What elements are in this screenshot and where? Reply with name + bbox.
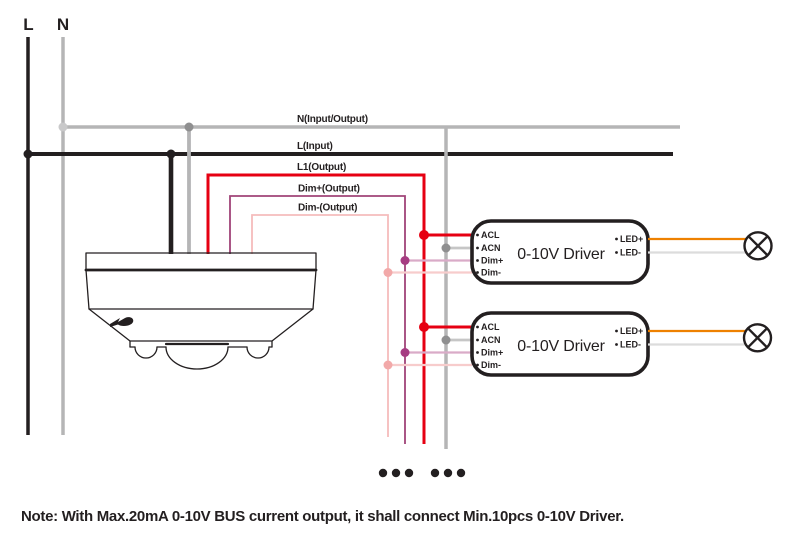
wire-labels: N(Input/Output) L(Input) L1(Output) Dim+… bbox=[297, 114, 368, 214]
junction-dot-n bbox=[58, 122, 68, 132]
driver-box-1: 0-10V Driver ACL ACN Dim+ Dim- LED+ LED- bbox=[470, 219, 650, 285]
lamp-icon bbox=[743, 231, 773, 261]
junction-dot-dim-minus bbox=[383, 268, 393, 277]
wire-label-n: N(Input/Output) bbox=[297, 114, 368, 125]
lamp-circuit-1 bbox=[648, 231, 773, 261]
driver2-taps bbox=[383, 322, 472, 370]
terminal-dot bbox=[476, 351, 479, 354]
junction-dot-acn bbox=[441, 335, 451, 345]
terminal-dot bbox=[476, 259, 479, 262]
sensor-lock-lever-icon bbox=[110, 317, 134, 327]
supply-label-l: L bbox=[23, 15, 33, 34]
lamp-circuit-2 bbox=[648, 323, 773, 353]
terminal-label-acl: ACL bbox=[481, 230, 500, 240]
output-bus-wires bbox=[206, 127, 448, 449]
wire-label-l: L(Input) bbox=[297, 141, 333, 152]
terminal-label-acl: ACL bbox=[481, 322, 500, 332]
wire-dim-plus-output bbox=[229, 195, 406, 444]
driver1-taps bbox=[383, 230, 472, 277]
terminal-label-acn: ACN bbox=[481, 335, 501, 345]
terminal-label-dim-minus: Dim- bbox=[481, 268, 501, 278]
junction-dot-acl bbox=[419, 230, 429, 240]
driver-name: 0-10V Driver bbox=[517, 246, 605, 263]
terminal-label-led-plus: LED+ bbox=[620, 234, 643, 244]
junction-dot-dim-minus bbox=[383, 360, 393, 370]
driver-name: 0-10V Driver bbox=[517, 338, 605, 355]
terminal-dot bbox=[615, 237, 618, 241]
terminal-label-led-minus: LED- bbox=[620, 248, 641, 258]
driver-box-2: 0-10V Driver ACL ACN Dim+ Dim- LED+ LED- bbox=[470, 311, 650, 377]
wire-l1-output bbox=[206, 173, 426, 444]
continuation-dots bbox=[378, 468, 466, 478]
terminal-dot bbox=[476, 363, 479, 367]
lamp-icon bbox=[742, 323, 773, 353]
wire-label-l1: L1(Output) bbox=[297, 162, 346, 173]
wire-dim-minus-output bbox=[251, 214, 389, 437]
terminal-label-acn: ACN bbox=[481, 243, 501, 253]
terminal-dot bbox=[476, 233, 479, 237]
sensor-screw-bump-right bbox=[246, 346, 270, 359]
terminal-label-dim-minus: Dim- bbox=[481, 360, 501, 370]
junction-dot-dim-plus bbox=[400, 256, 410, 265]
terminal-dot bbox=[476, 338, 479, 342]
junction-dot-sensor-l bbox=[166, 149, 176, 159]
note-text: Note: With Max.20mA 0-10V BUS current ou… bbox=[21, 508, 624, 525]
terminal-dot bbox=[615, 343, 618, 346]
junction-dot-dim-plus bbox=[400, 348, 410, 357]
sensor-dome bbox=[165, 346, 229, 370]
terminal-label-led-minus: LED- bbox=[620, 340, 641, 350]
terminal-dot bbox=[476, 271, 479, 274]
terminal-dot bbox=[476, 325, 479, 329]
terminal-label-dim-plus: Dim+ bbox=[481, 348, 503, 358]
terminal-dot bbox=[476, 246, 479, 250]
terminal-label-led-plus: LED+ bbox=[620, 326, 643, 336]
junction-dot-sensor-n bbox=[184, 122, 194, 132]
junction-dot-acn bbox=[441, 243, 451, 253]
wire-label-dim-plus: Dim+(Output) bbox=[298, 184, 360, 195]
mains-supply: L N bbox=[23, 15, 680, 435]
ceiling-sensor-illustration bbox=[84, 252, 318, 370]
terminal-dot bbox=[615, 251, 618, 254]
sensor-input-wires bbox=[166, 122, 194, 254]
terminal-label-dim-plus: Dim+ bbox=[481, 256, 503, 266]
terminal-dot bbox=[615, 329, 618, 333]
sensor-screw-bump-left bbox=[134, 346, 158, 359]
wire-label-dim-minus: Dim-(Output) bbox=[298, 203, 357, 214]
junction-dot-l bbox=[23, 149, 33, 159]
supply-label-n: N bbox=[57, 15, 69, 34]
junction-dot-acl bbox=[419, 322, 429, 332]
